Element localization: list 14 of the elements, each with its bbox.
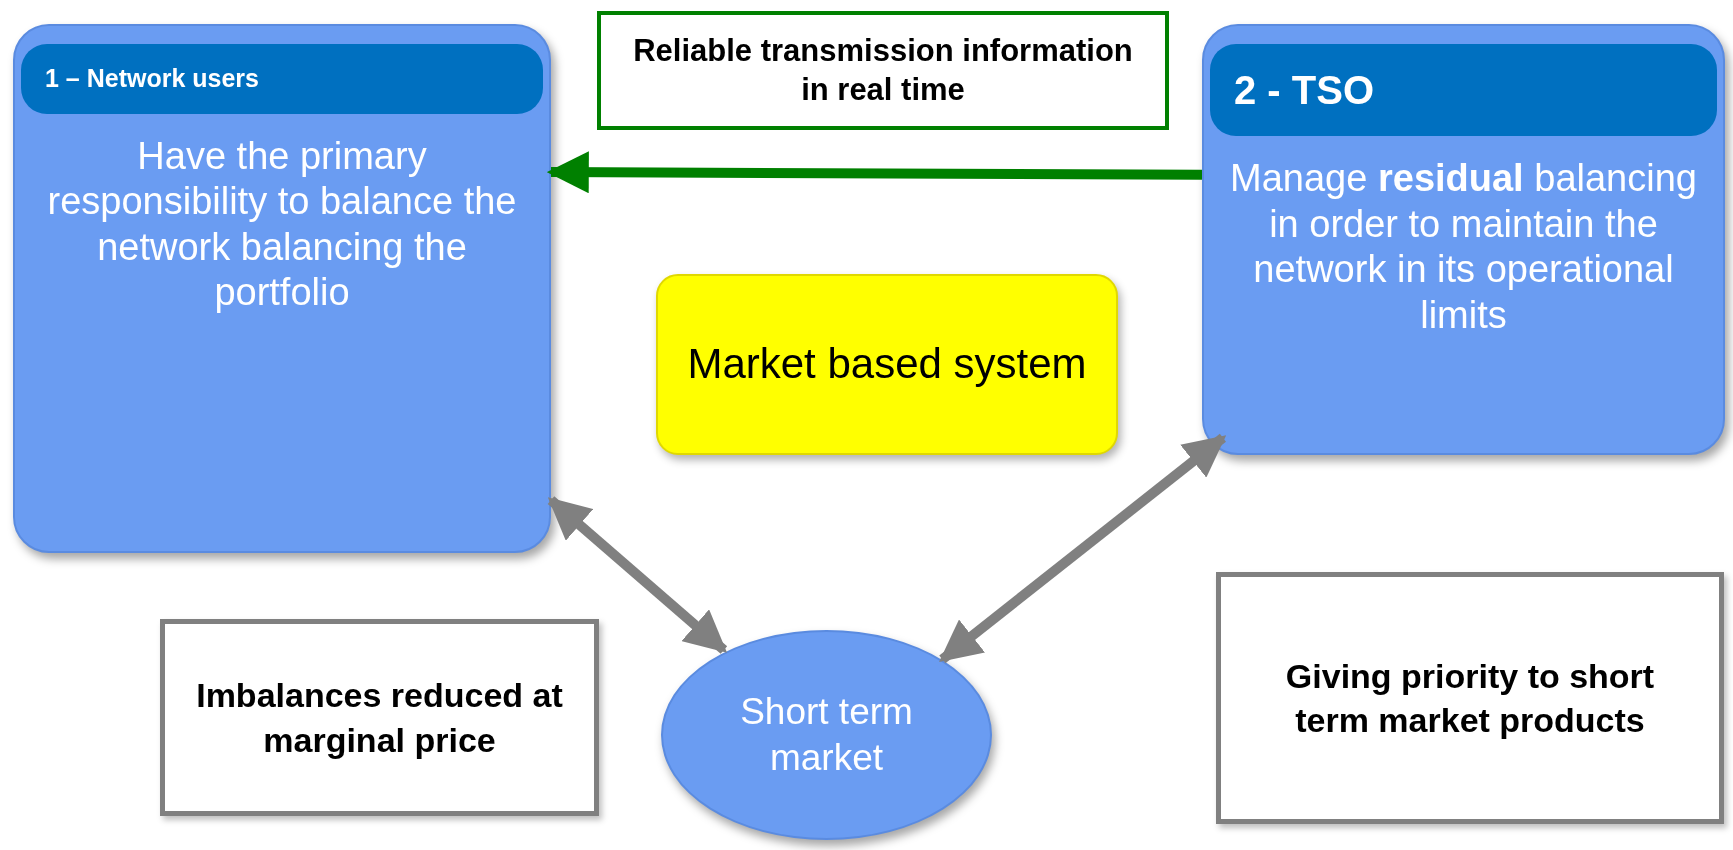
note-box: Giving priority to short term market products [1216,572,1724,824]
card-text: Have the primary responsibility to balance the network balancing the portfolio [46,133,518,316]
arrow [939,433,1227,664]
card-header: 2 - TSO [1210,44,1717,136]
role-card [1202,24,1725,455]
arrow [546,151,1203,194]
card-header: 1 – Network users [21,44,543,114]
highlight-box: Market based system [656,274,1118,455]
arrow [547,496,728,654]
market-ellipse: Short term market [661,630,992,840]
card-text: Manage residual balancing in order to maintain the network in its operational limits [1229,156,1698,338]
note-box: Imbalances reduced at marginal price [160,619,599,816]
info-box: Reliable transmission information in real time [597,11,1169,130]
role-card [13,24,551,553]
